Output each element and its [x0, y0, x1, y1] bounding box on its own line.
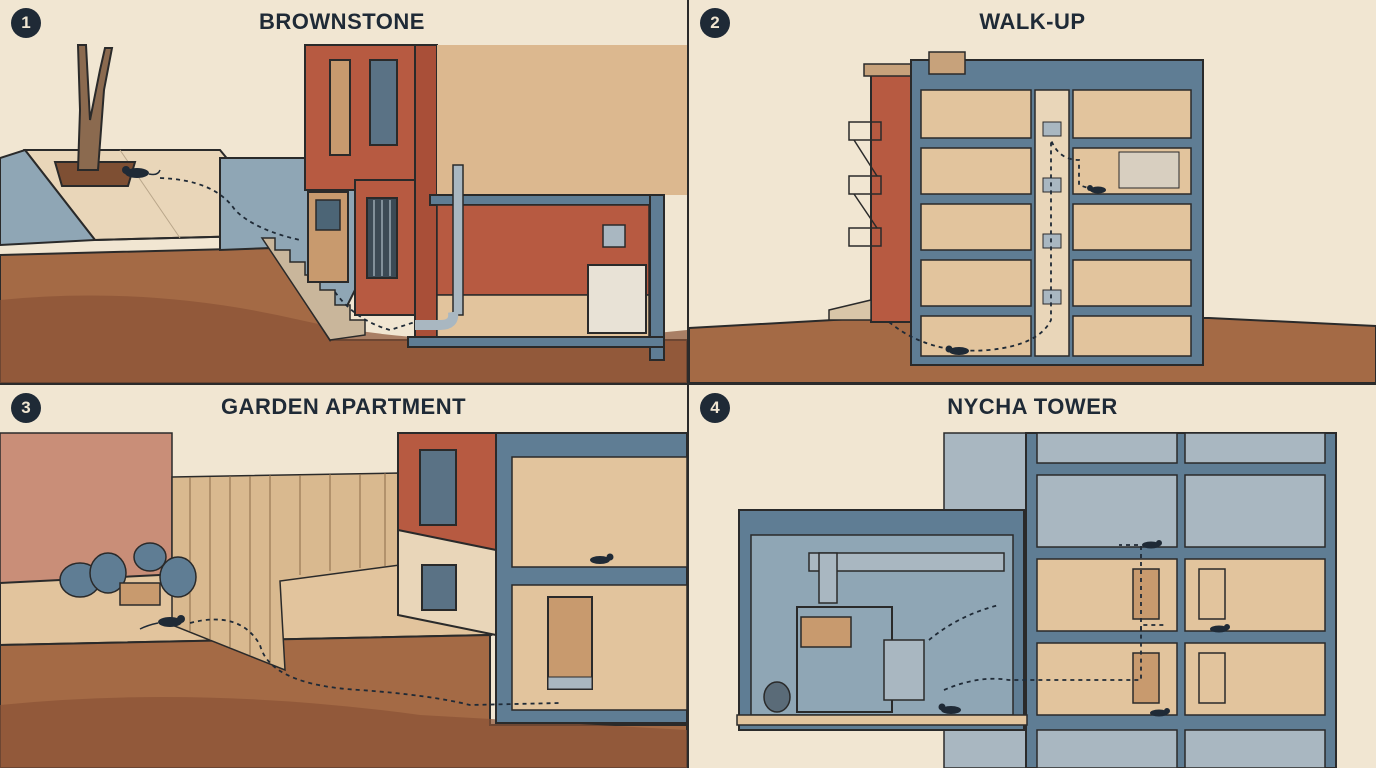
panel-brownstone: 1 BROWNSTONE — [0, 0, 687, 383]
panel-nycha-tower: 4 NYCHA TOWER — [689, 385, 1376, 768]
panel-number-badge: 1 — [11, 8, 41, 38]
rat-icon — [1210, 624, 1230, 633]
tree-icon — [53, 44, 137, 187]
panel-number-badge: 4 — [700, 393, 730, 423]
pipe-icon — [415, 164, 464, 330]
nycha-tower-scene — [736, 432, 1337, 768]
trash-compactor-icon — [796, 606, 925, 713]
trash-bag-icon — [763, 681, 791, 713]
panel-number-badge: 2 — [700, 8, 730, 38]
trash-bag-icon — [59, 542, 197, 598]
panel-title: GARDEN APARTMENT — [220, 394, 467, 419]
panel-title: WALK-UP — [979, 9, 1086, 34]
rat-icon — [1150, 708, 1170, 717]
rat-icon — [139, 615, 185, 630]
rat-icon — [938, 703, 961, 714]
rat-icon — [122, 166, 161, 178]
panel-number-badge: 3 — [11, 393, 41, 423]
panel-title: BROWNSTONE — [259, 9, 425, 34]
panel-garden-apartment: 3 GARDEN APARTMENT — [0, 385, 687, 768]
walk-up-scene — [689, 51, 1376, 383]
rat-icon — [945, 345, 969, 355]
garden-apartment-scene — [0, 432, 687, 768]
panel-title: NYCHA TOWER — [947, 394, 1118, 419]
rat-icon — [1142, 540, 1162, 549]
panel-walk-up: 2 WALK-UP — [689, 0, 1376, 383]
brownstone-scene — [0, 44, 687, 383]
rat-icon — [590, 553, 614, 564]
rat-icon — [1087, 185, 1106, 194]
